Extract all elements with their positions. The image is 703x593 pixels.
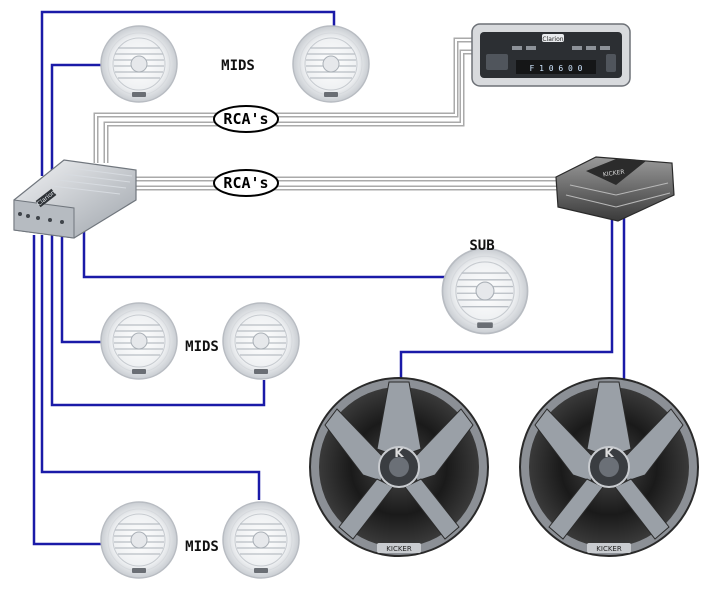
marine-speaker-bottom-right <box>222 501 300 579</box>
kicker-subwoofer-icon-right: K KICKER <box>519 377 699 557</box>
head-unit-icon: F 1 0 6 0 0 Clarion <box>471 23 631 87</box>
wire-top-left-mid <box>50 63 106 176</box>
wire-top-right-mid <box>40 10 336 176</box>
marine-speaker-top-right <box>292 25 370 103</box>
wire-woofer-left <box>399 205 614 392</box>
marine-speaker-sub <box>441 247 529 335</box>
marine-speaker-bottom-left <box>100 501 178 579</box>
head-unit-brand: Clarion <box>542 36 563 43</box>
marine-speaker-top-left <box>100 25 178 103</box>
head-unit-display: F 1 0 6 0 0 <box>530 64 583 73</box>
wire-middle-mid-right <box>50 235 266 407</box>
svg-text:RCA's: RCA's <box>223 174 268 192</box>
marine-speaker-middle-right <box>222 302 300 380</box>
woofer-logo-right: K <box>604 446 614 460</box>
svg-text:RCA's: RCA's <box>223 110 268 128</box>
wire-bottom-mid-right <box>40 235 261 500</box>
wire-sub <box>82 222 448 279</box>
woofer-badge-left: KICKER <box>386 545 412 553</box>
sub-amp-icon: KICKER <box>555 156 675 222</box>
sub-amp-brand: KICKER <box>603 169 626 179</box>
sub-label: SUB <box>469 238 494 254</box>
woofer-logo-left: K <box>394 446 404 460</box>
speaker-wires <box>32 10 626 546</box>
amplifier-icon: Clarion <box>13 159 137 239</box>
mids-label-bottom: MIDS <box>185 539 219 555</box>
mids-label-top: MIDS <box>221 58 255 74</box>
mids-label-middle: MIDS <box>185 339 219 355</box>
rca-label-upper: RCA's <box>213 105 279 133</box>
marine-speaker-middle-left <box>100 302 178 380</box>
rca-cables <box>93 37 560 191</box>
rca-label-lower: RCA's <box>213 169 279 197</box>
kicker-subwoofer-icon-left: K KICKER <box>309 377 489 557</box>
woofer-badge-right: KICKER <box>596 545 622 553</box>
wire-bottom-mid-left <box>32 235 104 546</box>
wire-middle-mid-left <box>60 235 104 344</box>
